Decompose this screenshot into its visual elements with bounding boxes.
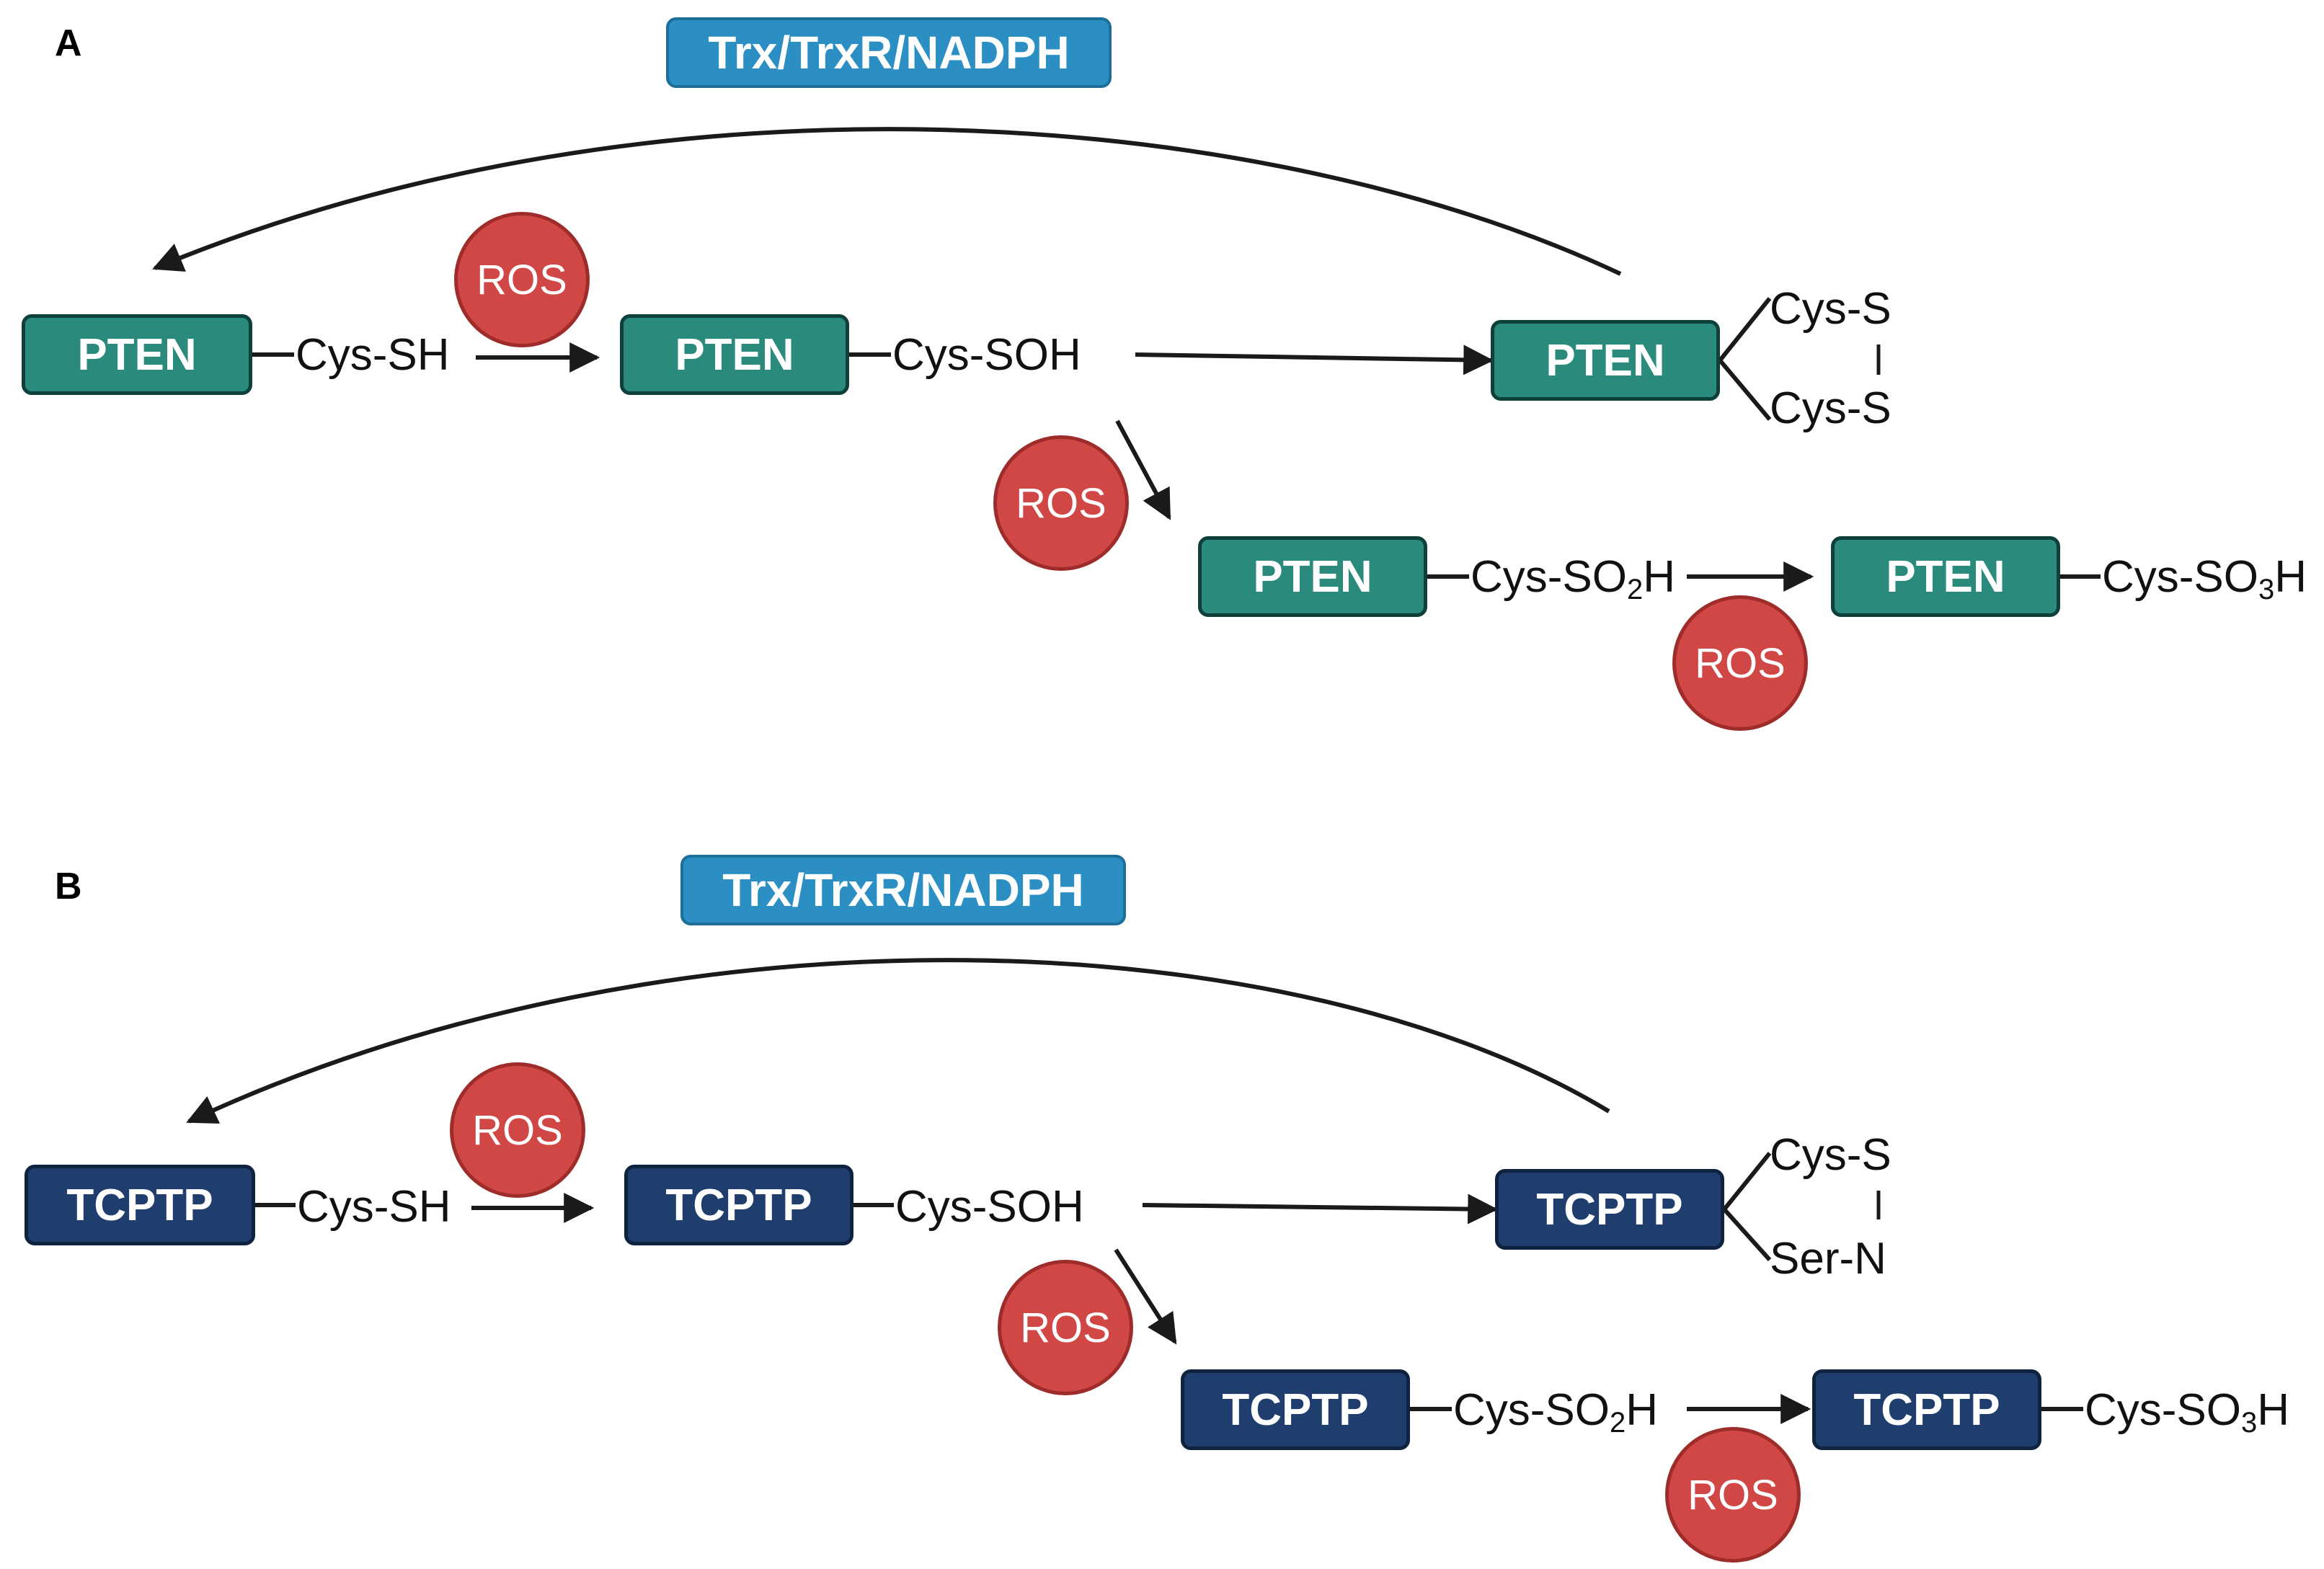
panel-b-protein-sulfenic: TCPTP (624, 1165, 853, 1245)
panel-b-sulfinic-label: Cys-SO2H (1453, 1385, 1659, 1439)
panel-a-disulfide-top: Cys-S (1770, 284, 1891, 334)
panel-a-thiol-label: Cys-SH (296, 330, 450, 380)
panel-b-ros-3: ROS (1665, 1427, 1801, 1563)
panel-a-reductant-box: Trx/TrxR/NADPH (666, 17, 1112, 88)
panel-a-sulfonic-label: Cys-SO3H (2102, 552, 2307, 605)
bond-line-b3b (1722, 1207, 1772, 1262)
panel-a-ros-1: ROS (454, 212, 590, 347)
arrow-b-sulfenic-to-bond (1142, 1194, 1499, 1224)
panel-b-protein-bond: TCPTP (1495, 1169, 1724, 1250)
recycle-arc-a (152, 127, 1622, 276)
bond-line-a3a (1718, 297, 1772, 362)
panel-b-ros-2: ROS (998, 1260, 1133, 1395)
panel-a-protein-sulfonic: PTEN (1831, 536, 2060, 617)
panel-a-protein-sulfenic: PTEN (620, 314, 849, 395)
arrow-a-sulfenic-to-disulfide (1135, 345, 1494, 375)
panel-a-ros-2: ROS (993, 435, 1129, 571)
panel-b-sulfonic-label: Cys-SO3H (2085, 1385, 2290, 1439)
panel-b-protein-thiol: TCPTP (25, 1165, 255, 1245)
panel-a-sulfenic-label: Cys-SOH (892, 330, 1081, 380)
panel-b-bond-bottom: Ser-N (1770, 1234, 1886, 1284)
arrow-a-sulfenic-to-sulfinic (1115, 419, 1171, 520)
panel-a-protein-sulfinic: PTEN (1198, 536, 1427, 617)
panel-b-label: B (55, 866, 82, 907)
panel-b-protein-sulfonic: TCPTP (1812, 1369, 2041, 1450)
panel-b-bond-top: Cys-S (1770, 1130, 1891, 1180)
bond-line-b3a (1722, 1152, 1772, 1211)
panel-a-disulfide-bottom: Cys-S (1770, 383, 1891, 433)
panel-b-ros-1: ROS (450, 1062, 585, 1198)
panel-a-sulfinic-label: Cys-SO2H (1471, 552, 1676, 605)
panel-b-thiol-label: Cys-SH (297, 1182, 451, 1232)
panel-b-protein-sulfinic: TCPTP (1181, 1369, 1410, 1450)
recycle-arc-b (186, 958, 1610, 1124)
panel-a-protein-disulfide: PTEN (1491, 320, 1720, 401)
panel-a-protein-thiol: PTEN (22, 314, 252, 395)
panel-a-ros-3: ROS (1672, 595, 1808, 731)
panel-a-label: A (55, 22, 82, 64)
arrow-b-sulfenic-to-sulfinic (1114, 1248, 1177, 1345)
panel-b-reductant-box: Trx/TrxR/NADPH (680, 855, 1126, 925)
bond-line-a3b (1718, 359, 1772, 421)
panel-b-sulfenic-label: Cys-SOH (895, 1182, 1084, 1232)
